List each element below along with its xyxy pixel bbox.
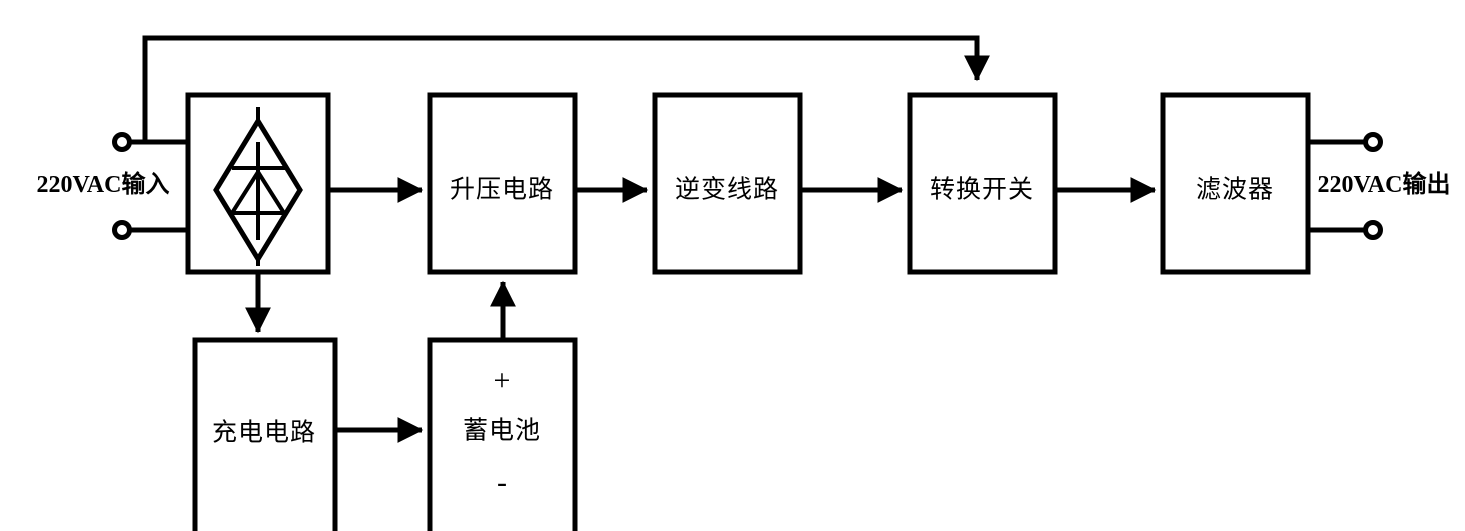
block-battery xyxy=(427,337,578,531)
output-terminals xyxy=(1308,132,1383,240)
block-filter xyxy=(1160,92,1311,275)
rectifier-diode-bridge-icon xyxy=(213,107,303,266)
input-port-label: 220VAC输入 xyxy=(36,171,170,198)
bypass-line xyxy=(142,35,990,142)
block-label-battery: 蓄电池 xyxy=(462,417,542,445)
battery-negative-label: - xyxy=(497,466,507,499)
block-label-filter: 滤波器 xyxy=(1195,176,1275,204)
block-label-charging-circuit: 充电电路 xyxy=(211,419,317,447)
output-terminal-bottom-icon xyxy=(1363,220,1383,240)
block-inverter-circuit xyxy=(652,92,803,275)
battery-positive-label: + xyxy=(493,364,511,397)
output-port-label: 220VAC输出 xyxy=(1317,171,1451,198)
block-boost-circuit xyxy=(427,92,578,275)
input-terminal-top-icon xyxy=(112,132,132,152)
input-terminals xyxy=(112,132,188,240)
input-terminal-bottom-icon xyxy=(112,220,132,240)
block-transfer-switch xyxy=(907,92,1058,275)
block-label-inverter-circuit: 逆变线路 xyxy=(674,176,780,204)
block-label-boost-circuit: 升压电路 xyxy=(449,176,555,204)
block-label-transfer-switch: 转换开关 xyxy=(929,176,1035,204)
block-charging-circuit xyxy=(192,337,338,531)
output-terminal-top-icon xyxy=(1363,132,1383,152)
